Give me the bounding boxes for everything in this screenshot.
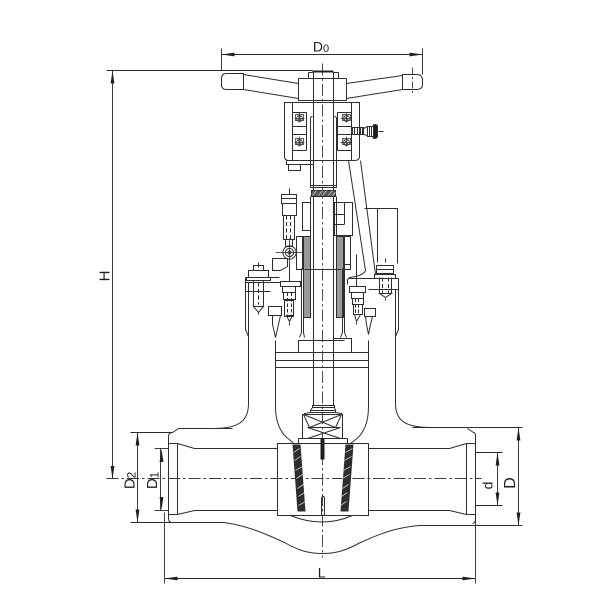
svg-text:H: H: [97, 271, 114, 282]
svg-text:D: D: [502, 477, 519, 489]
svg-text:D1: D1: [144, 472, 161, 489]
svg-text:L: L: [318, 565, 326, 581]
svg-text:D0: D0: [313, 39, 329, 56]
svg-text:d: d: [480, 482, 496, 490]
svg-text:D2: D2: [122, 472, 139, 489]
